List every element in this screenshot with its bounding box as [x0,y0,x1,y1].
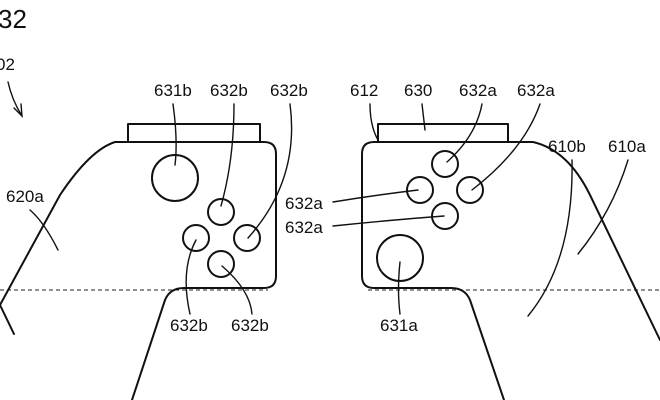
label-632b-bottom-2: 632b [231,316,269,335]
left-lower-edge [0,304,15,335]
label-630: 630 [404,81,432,100]
leader-632b-top-1 [220,103,235,207]
label-632a-left-1: 632a [285,194,323,213]
label-612: 612 [350,81,378,100]
leader-631a [397,261,401,315]
leader-632a-left-2 [332,215,445,227]
ref-arrow-head [13,103,23,118]
leader-632a-top-2 [471,103,541,191]
leader-610a [577,159,629,255]
leader-632a-left-1 [332,189,419,203]
leader-612 [369,103,379,141]
left-stick [151,154,199,202]
label-631a: 631a [380,316,418,335]
label-632b-bottom-1: 632b [170,316,208,335]
left-button-left [182,224,210,252]
right-top-button [377,123,509,143]
label-620a: 620a [6,187,44,206]
right-button-left [406,176,434,204]
label-610a: 610a [608,137,646,156]
leader-630 [421,103,426,131]
right-button-right [456,176,484,204]
label-632b-top-2: 632b [270,81,308,100]
left-controller [0,123,277,400]
right-stick [376,234,424,282]
label-632b-top-1: 632b [210,81,248,100]
left-button-top [207,198,235,226]
figure-number: 32 [0,4,27,34]
leader-632b-bottom-1 [185,239,197,315]
right-button-bottom [431,202,459,230]
ref-label: 02 [0,55,15,74]
label-632a-left-2: 632a [285,218,323,237]
label-610b: 610b [548,137,586,156]
leader-610b [527,159,573,317]
ref-arrow-line [7,81,23,117]
label-632a-top-1: 632a [459,81,497,100]
left-top-button [127,123,261,143]
right-controller [361,123,660,400]
label-632a-top-2: 632a [517,81,555,100]
leader-632b-bottom-2 [221,265,253,315]
label-631b: 631b [154,81,192,100]
leader-632b-top-2 [247,103,293,239]
leader-620a [29,209,59,251]
leader-632a-top-1 [446,103,483,163]
right-controller-body [361,141,660,400]
left-controller-body [0,141,277,400]
leader-631b [172,103,177,166]
